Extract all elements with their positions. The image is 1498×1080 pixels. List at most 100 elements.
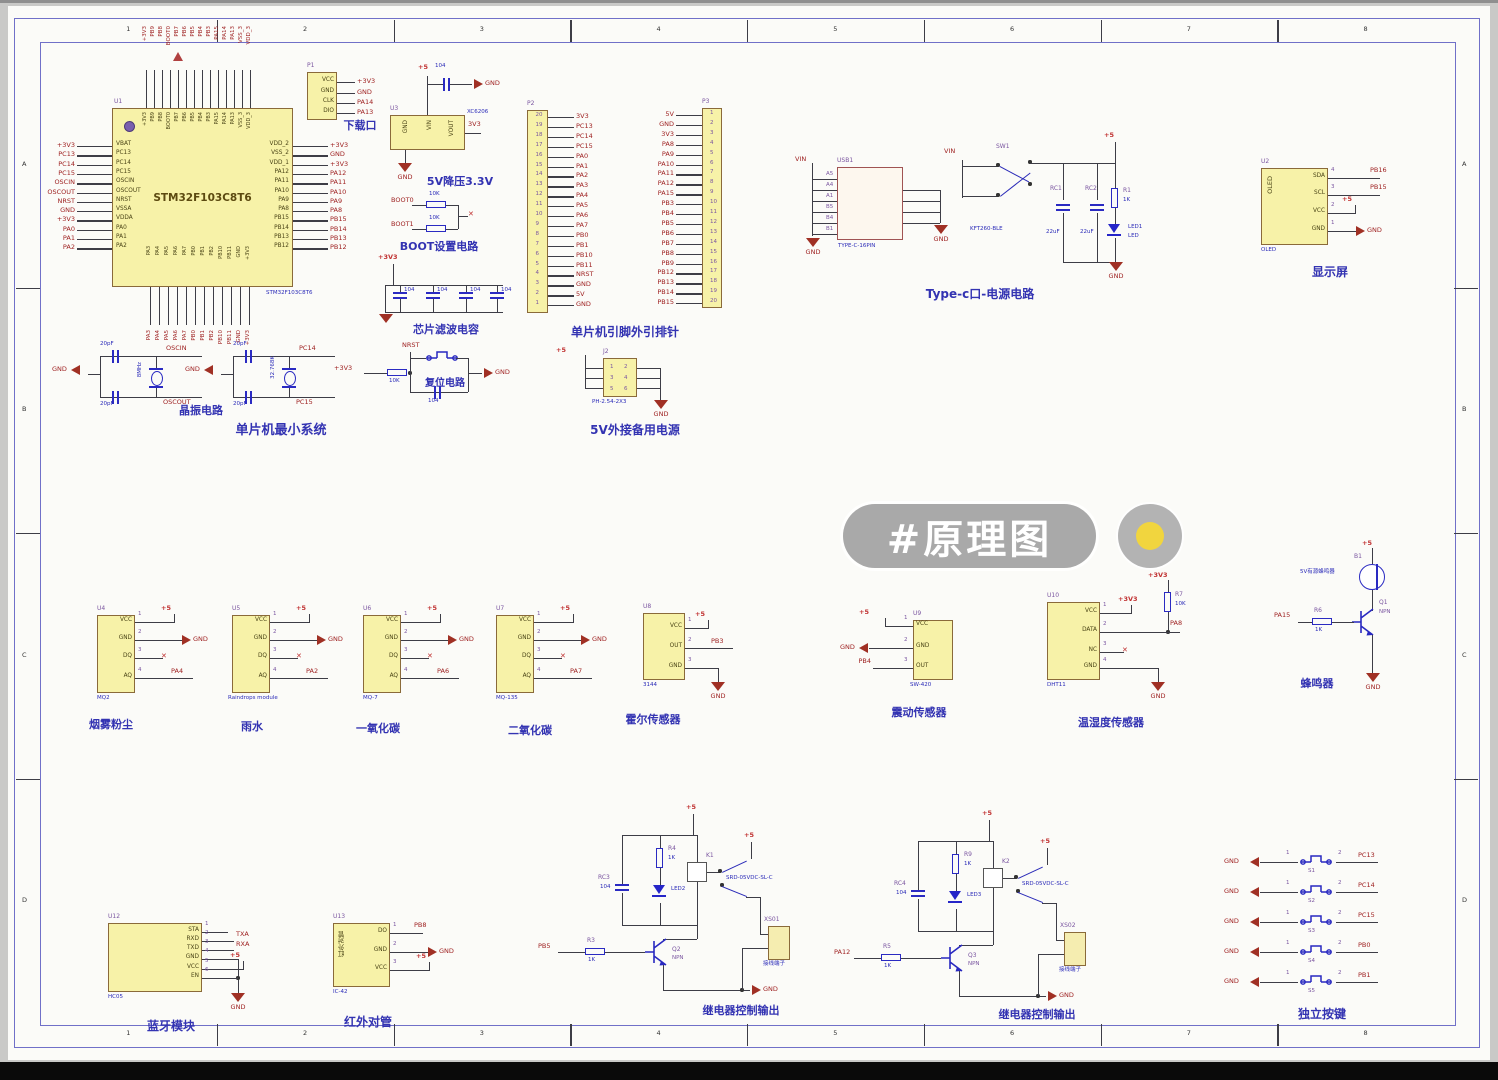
- pin-number: 2: [1338, 940, 1342, 946]
- net-label: PC15: [1358, 911, 1375, 919]
- wire: [162, 70, 164, 108]
- wire: [440, 614, 442, 622]
- relay-coil: [687, 862, 707, 882]
- wire: [747, 1024, 749, 1046]
- pin-number: 4: [273, 667, 277, 673]
- net-label: NRST: [402, 341, 420, 349]
- pin-name: VOUT: [449, 120, 455, 137]
- push-button-icon[interactable]: [1298, 880, 1334, 898]
- pin-name: GND: [403, 120, 409, 134]
- gnd-label: GND: [485, 79, 500, 87]
- pin-number: 1: [404, 611, 408, 617]
- mcu-name: STM32F103C8T6: [153, 191, 252, 204]
- junction-dot: [1036, 994, 1040, 998]
- gnd-label: GND: [52, 365, 67, 373]
- value-label: 10K: [429, 191, 440, 197]
- gnd-label: GND: [1224, 977, 1239, 985]
- pin-number: 3: [138, 647, 142, 653]
- net-label: PB0: [1358, 941, 1371, 949]
- pin-number: 2: [1103, 621, 1107, 627]
- push-button-icon[interactable]: [1298, 910, 1334, 928]
- wire: [156, 356, 202, 358]
- wire: [676, 115, 702, 117]
- wire: [548, 235, 574, 238]
- pin-number: 4: [1103, 657, 1107, 663]
- push-button-icon[interactable]: [1298, 850, 1334, 868]
- pin-number: 1: [1286, 910, 1290, 916]
- wire: [676, 263, 702, 265]
- wire: [497, 299, 499, 312]
- ref-label: U9: [913, 610, 922, 617]
- pin-name: PA2: [116, 243, 127, 250]
- pin-name: VDD_1: [269, 159, 289, 166]
- pin-name: PB9: [150, 112, 156, 122]
- pin-number: 2: [1338, 880, 1342, 886]
- net-label: PB7: [661, 238, 674, 247]
- net-label: PA6: [173, 330, 179, 341]
- push-button-icon[interactable]: [424, 346, 460, 364]
- wire: [1328, 195, 1380, 197]
- wire: [427, 84, 443, 86]
- pin-name: PB1: [200, 246, 206, 256]
- net-label: OSCIN: [166, 344, 187, 352]
- wire: [718, 668, 720, 682]
- wire: [393, 264, 395, 285]
- no-connect-icon: ✕: [468, 210, 474, 218]
- pin-number: B1: [826, 226, 834, 232]
- net-label: PA11: [657, 169, 674, 178]
- pin-name: PA6: [173, 246, 179, 256]
- net-label: PC15: [58, 168, 75, 177]
- gnd-label: GND: [230, 1003, 246, 1011]
- net-label: PC13: [58, 150, 75, 159]
- pin-number: 1: [537, 611, 541, 617]
- gnd-label: GND: [763, 985, 778, 993]
- wire: [548, 117, 574, 119]
- header-left: [527, 110, 548, 313]
- value-label: LED: [1128, 233, 1139, 239]
- crystal-icon: [282, 368, 296, 370]
- pin-number: NPN: [968, 961, 980, 967]
- net-label: PB14: [330, 224, 347, 233]
- wire: [293, 248, 328, 250]
- ref-label: U6: [363, 605, 372, 612]
- wire: [456, 358, 468, 360]
- wire: [400, 299, 402, 312]
- pin-name: PB6: [182, 112, 188, 122]
- push-button-icon[interactable]: [1298, 940, 1334, 958]
- wire: [676, 174, 702, 176]
- pin-name: AQ: [522, 673, 531, 679]
- power-flag: +5: [744, 831, 754, 839]
- value-label: 104: [428, 398, 439, 404]
- wire: [1260, 952, 1298, 954]
- pin-number: 10: [535, 211, 543, 217]
- section-caption: Type-c口-电源电路: [925, 287, 1035, 301]
- pin-number: 6: [624, 386, 628, 392]
- pin-number: 2: [205, 930, 209, 936]
- ref-label: P2: [527, 100, 535, 107]
- pin-name: VCC: [1084, 608, 1097, 614]
- value-label: LED2: [671, 886, 686, 892]
- watermark-pill: #原理图: [843, 504, 1096, 568]
- wire: [1056, 940, 1064, 942]
- wire: [956, 874, 958, 891]
- section-caption: 5V外接备用电源: [590, 423, 680, 437]
- zone-row-label: B: [1462, 405, 1467, 414]
- wire: [186, 70, 188, 108]
- wire: [548, 265, 574, 267]
- wire: [1097, 163, 1099, 200]
- net-label: PB10: [576, 250, 593, 259]
- pin-number: NPN: [672, 955, 684, 961]
- push-button-icon[interactable]: [1298, 970, 1334, 988]
- pin-name: GND: [118, 635, 132, 641]
- wire: [202, 950, 234, 952]
- net-label: PB4: [661, 209, 674, 217]
- net-label: GND: [236, 330, 242, 343]
- net-label: PB4: [858, 657, 871, 665]
- wire: [622, 925, 697, 927]
- gnd-label: GND: [1224, 947, 1239, 955]
- resistor-icon: [952, 854, 959, 874]
- wire: [194, 70, 196, 108]
- wire: [1372, 590, 1374, 611]
- ref-label: R1: [1123, 187, 1131, 194]
- wire: [410, 358, 412, 392]
